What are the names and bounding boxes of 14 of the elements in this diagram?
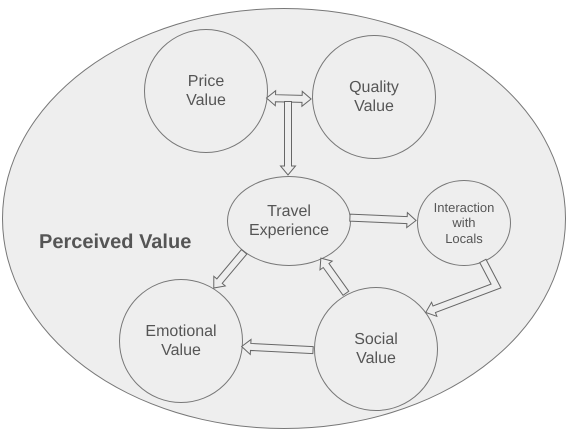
block-arrow [319, 258, 350, 296]
block-arrow [240, 338, 314, 356]
block-arrow [279, 100, 297, 176]
node-label: Emotional Value [145, 322, 217, 360]
node-label: Price Value [186, 72, 226, 110]
block-arrow [213, 248, 248, 289]
region-heading: Perceived Value [39, 231, 192, 254]
node-label: Travel Experience [248, 202, 330, 240]
block-arrow [349, 212, 417, 229]
node-label: Quality Value [349, 78, 399, 116]
node-label: Interaction with Locals [434, 200, 494, 246]
block-arrow [425, 258, 502, 318]
node-label: Social Value [354, 330, 398, 368]
block-arrow [266, 90, 312, 108]
